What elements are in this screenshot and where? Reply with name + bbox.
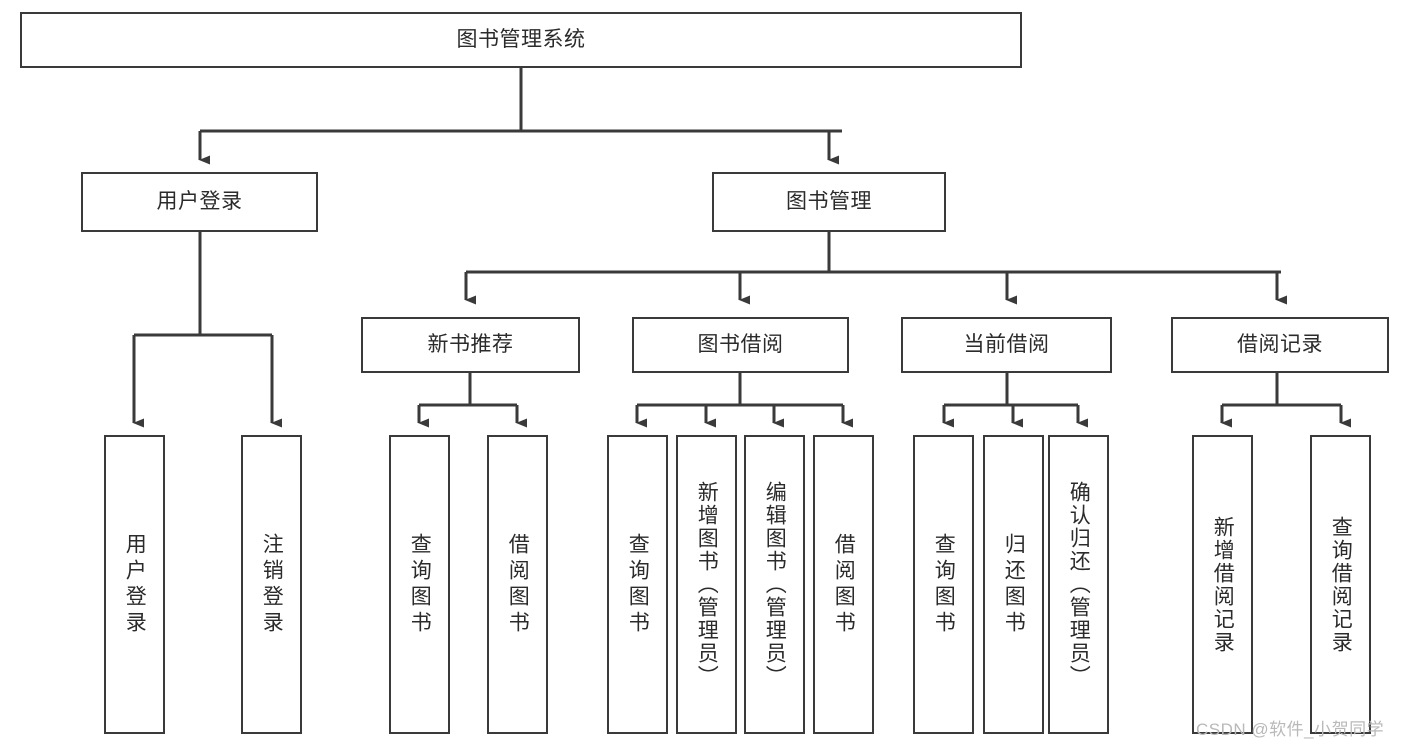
node-leaf-add-book-admin-label: 新增图书（管理员） — [695, 481, 719, 688]
node-leaf-borrow-book-recommend[interactable]: 借阅图书 — [487, 435, 548, 734]
node-leaf-return-book[interactable]: 归还图书 — [983, 435, 1044, 734]
node-leaf-query-book-recommend[interactable]: 查询图书 — [389, 435, 450, 734]
node-leaf-edit-book-admin-label: 编辑图书（管理员） — [763, 481, 787, 688]
node-leaf-user-login-label: 用户登录 — [123, 532, 147, 637]
node-root-book-management-system[interactable]: 图书管理系统 — [20, 12, 1022, 68]
node-leaf-borrow-book-label: 借阅图书 — [832, 532, 856, 637]
csdn-watermark: CSDN @软件_小贺同学 — [1196, 720, 1385, 739]
node-leaf-query-book-current[interactable]: 查询图书 — [913, 435, 974, 734]
node-book-borrow[interactable]: 图书借阅 — [632, 317, 849, 373]
node-leaf-add-book-admin[interactable]: 新增图书（管理员） — [676, 435, 737, 734]
node-leaf-edit-book-admin[interactable]: 编辑图书（管理员） — [744, 435, 805, 734]
node-new-book-recommend[interactable]: 新书推荐 — [361, 317, 580, 373]
node-borrow-record-label: 借阅记录 — [1237, 333, 1323, 357]
node-book-management[interactable]: 图书管理 — [712, 172, 946, 232]
node-leaf-query-borrow-record-label: 查询借阅记录 — [1329, 515, 1353, 654]
node-book-borrow-label: 图书借阅 — [697, 333, 784, 357]
node-user-login-label: 用户登录 — [156, 190, 243, 214]
node-leaf-logout-label: 注销登录 — [260, 532, 284, 637]
node-leaf-query-borrow-record[interactable]: 查询借阅记录 — [1310, 435, 1371, 734]
node-leaf-logout[interactable]: 注销登录 — [241, 435, 302, 734]
node-user-login[interactable]: 用户登录 — [81, 172, 318, 232]
node-leaf-query-book-recommend-label: 查询图书 — [408, 532, 432, 637]
node-leaf-add-borrow-record[interactable]: 新增借阅记录 — [1192, 435, 1253, 734]
node-current-borrow[interactable]: 当前借阅 — [901, 317, 1112, 373]
node-root-label: 图书管理系统 — [456, 28, 586, 52]
node-book-management-label: 图书管理 — [786, 190, 872, 214]
node-leaf-query-book-borrow[interactable]: 查询图书 — [607, 435, 668, 734]
node-borrow-record[interactable]: 借阅记录 — [1171, 317, 1389, 373]
node-current-borrow-label: 当前借阅 — [963, 333, 1050, 357]
node-leaf-borrow-book-recommend-label: 借阅图书 — [506, 532, 530, 637]
node-leaf-add-borrow-record-label: 新增借阅记录 — [1211, 515, 1235, 654]
node-leaf-user-login[interactable]: 用户登录 — [104, 435, 165, 734]
node-leaf-return-book-label: 归还图书 — [1002, 532, 1026, 637]
node-leaf-confirm-return-admin[interactable]: 确认归还（管理员） — [1048, 435, 1109, 734]
node-new-book-recommend-label: 新书推荐 — [427, 333, 514, 357]
node-leaf-borrow-book[interactable]: 借阅图书 — [813, 435, 874, 734]
node-leaf-query-book-borrow-label: 查询图书 — [626, 532, 650, 637]
node-leaf-query-book-current-label: 查询图书 — [932, 532, 956, 637]
node-leaf-confirm-return-admin-label: 确认归还（管理员） — [1067, 481, 1091, 688]
